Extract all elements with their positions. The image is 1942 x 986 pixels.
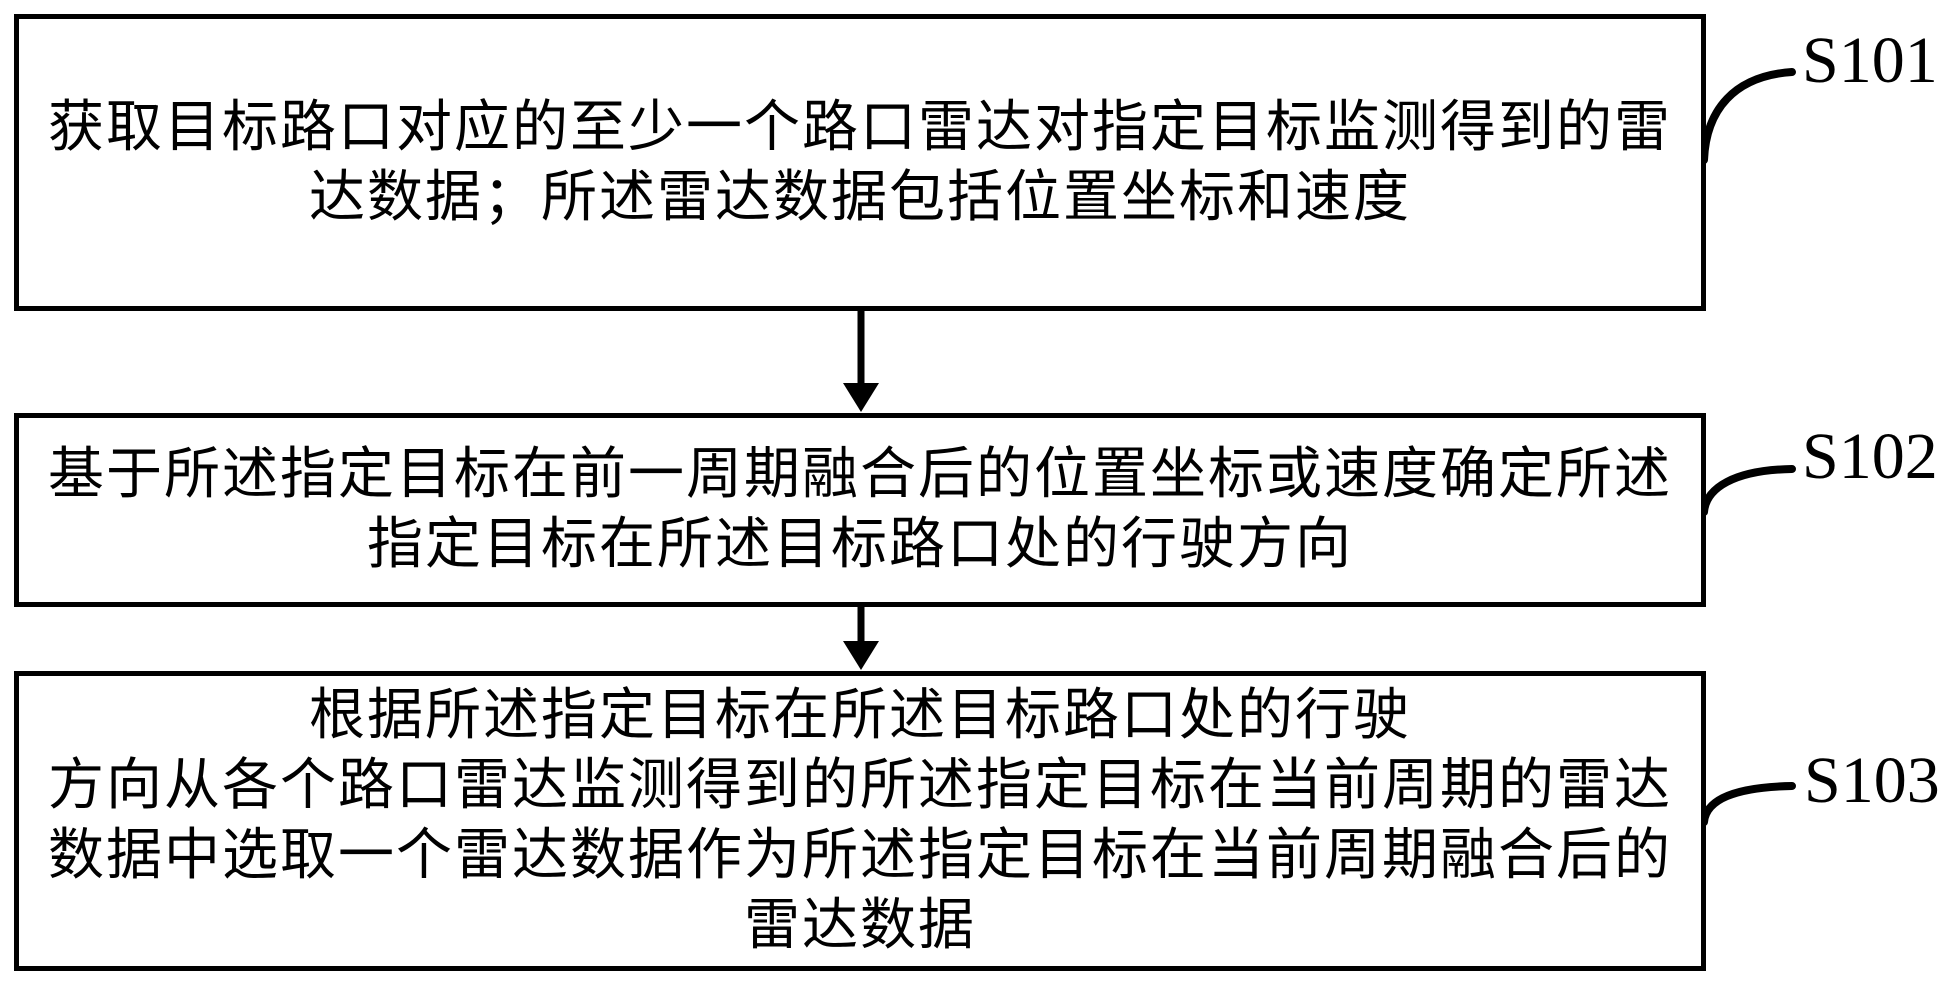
step-label-s101: S101 [1802,24,1938,97]
leader-curve-s103 [1700,782,1796,826]
step-label-s102: S102 [1802,420,1938,493]
leader-curve-s101 [1700,68,1796,164]
leader-curve-s102 [1700,465,1796,516]
step-box-s103: 根据所述指定目标在所述目标路口处的行驶 方向从各个路口雷达监测得到的所述指定目标… [14,671,1706,971]
step-box-s101: 获取目标路口对应的至少一个路口雷达对指定目标监测得到的雷 达数据；所述雷达数据包… [14,14,1706,311]
step-s101-line-1: 获取目标路口对应的至少一个路口雷达对指定目标监测得到的雷 [48,96,1672,159]
step-s103-line-2: 方向从各个路口雷达监测得到的所述指定目标在当前周期的雷达 [48,755,1672,817]
step-s101-line-2: 达数据；所述雷达数据包括位置坐标和速度 [309,166,1411,229]
step-s102-line-1: 基于所述指定目标在前一周期融合后的位置坐标或速度确定所述 [48,444,1672,506]
step-s102-line-2: 指定目标在所述目标路口处的行驶方向 [367,514,1353,576]
step-s103-line-3: 数据中选取一个雷达数据作为所述指定目标在当前周期融合后的 [48,825,1672,887]
step-label-s103: S103 [1804,744,1940,817]
flow-arrow-1 [843,309,879,412]
flow-arrow-2 [843,605,879,670]
step-s103-line-4: 雷达数据 [744,895,976,957]
step-box-s102: 基于所述指定目标在前一周期融合后的位置坐标或速度确定所述 指定目标在所述目标路口… [14,413,1706,607]
step-s103-line-1: 根据所述指定目标在所述目标路口处的行驶 [309,685,1411,747]
